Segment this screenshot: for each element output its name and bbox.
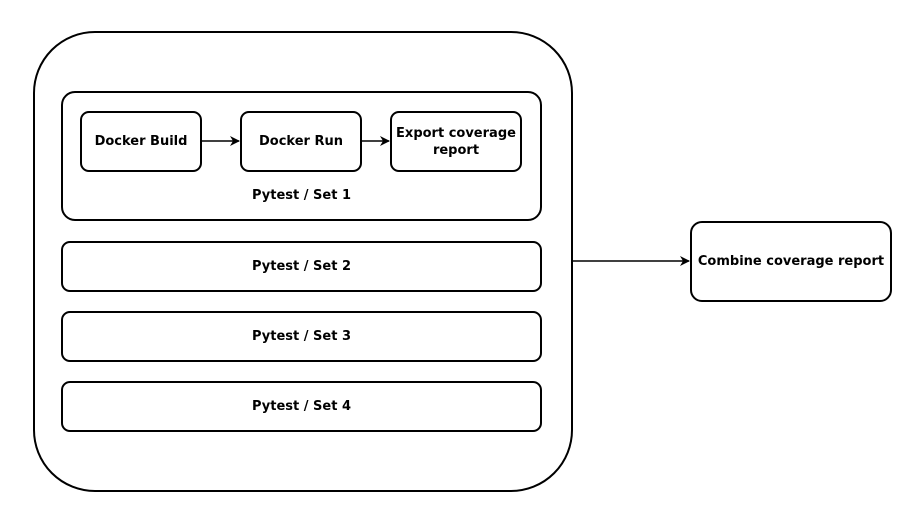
pytest-set-2-node: Pytest / Set 2: [61, 241, 542, 292]
combine-coverage-report-node: Combine coverage report: [690, 221, 892, 302]
pytest-set-4-node: Pytest / Set 4: [61, 381, 542, 432]
pytest-set-1-label: Pytest / Set 1: [252, 188, 351, 203]
docker-build-node: Docker Build: [80, 111, 202, 172]
export-coverage-report-node: Export coverage report: [390, 111, 522, 172]
docker-run-node: Docker Run: [240, 111, 362, 172]
pytest-set-3-node: Pytest / Set 3: [61, 311, 542, 362]
